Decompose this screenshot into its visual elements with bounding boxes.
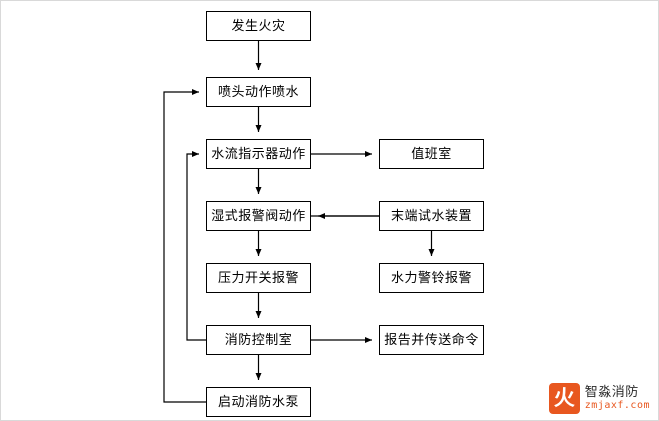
node-sprinkler-label: 喷头动作喷水 [217,84,299,100]
node-start-fire-pump[interactable]: 启动消防水泵 [206,387,311,417]
node-flow-indicator-label: 水流指示器动作 [211,146,306,162]
edge-pump-to-sprinkler-feedback [163,89,206,403]
watermark-name-cn: 智淼消防 [584,384,639,400]
node-flow-indicator[interactable]: 水流指示器动作 [206,139,311,169]
edge-control-to-flow-feedback [186,151,206,341]
node-pressure-switch-label: 压力开关报警 [217,270,299,286]
node-start-fire-pump-label: 启动消防水泵 [217,394,299,410]
node-wet-alarm-valve[interactable]: 湿式报警阀动作 [206,201,311,231]
node-duty-room-label: 值班室 [411,146,452,162]
node-sprinkler[interactable]: 喷头动作喷水 [206,77,311,107]
watermark-text: 智淼消防 zmjaxf.com [584,384,650,412]
node-pressure-switch[interactable]: 压力开关报警 [206,263,311,293]
node-report-command[interactable]: 报告并传送命令 [379,325,484,355]
node-fire[interactable]: 发生火灾 [206,11,311,41]
watermark-logo: 火 智淼消防 zmjaxf.com [548,383,650,414]
node-fire-label: 发生火灾 [231,18,286,34]
node-end-test-device[interactable]: 末端试水装置 [379,201,484,231]
node-control-room[interactable]: 消防控制室 [206,325,311,355]
node-end-test-device-label: 末端试水装置 [390,208,472,224]
flame-logo-icon: 火 [548,383,580,414]
node-wet-alarm-valve-label: 湿式报警阀动作 [211,208,306,224]
node-control-room-label: 消防控制室 [224,332,293,348]
node-report-command-label: 报告并传送命令 [384,332,479,348]
flame-logo-glyph: 火 [553,385,575,410]
node-duty-room[interactable]: 值班室 [379,139,484,169]
node-water-bell[interactable]: 水力警铃报警 [379,263,484,293]
node-water-bell-label: 水力警铃报警 [390,270,472,286]
watermark-name-en: zmjaxf.com [584,400,650,412]
